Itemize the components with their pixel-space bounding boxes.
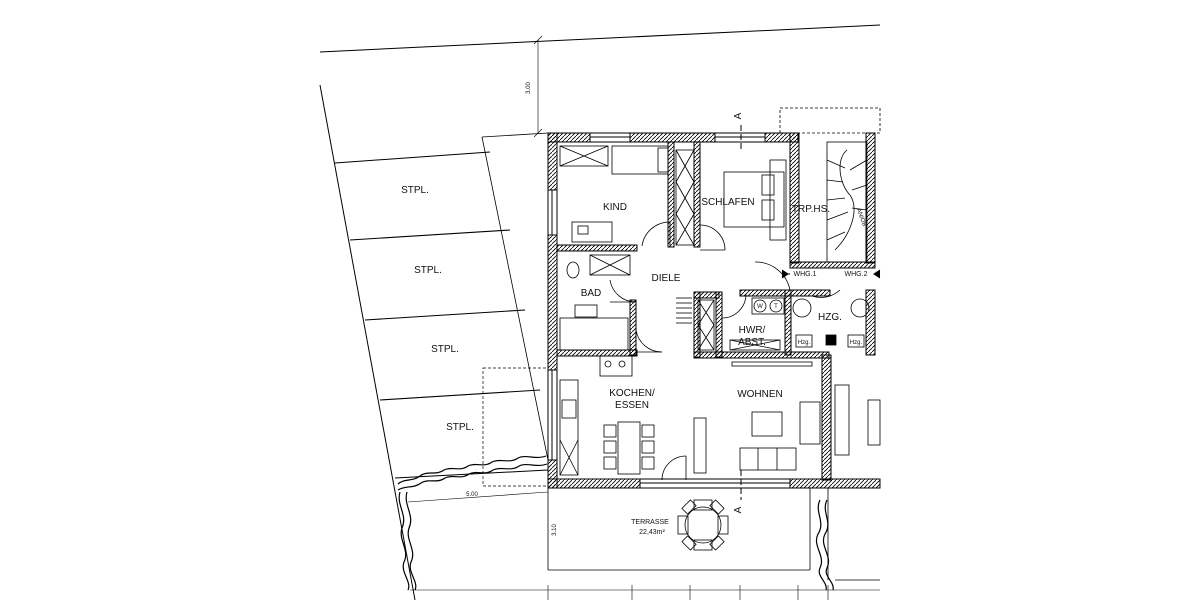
- furniture: [547, 145, 881, 581]
- exterior-walls: [547, 132, 881, 489]
- room-label-hzg: HZG.: [818, 312, 842, 323]
- section-label-bottom: A: [733, 506, 744, 513]
- whg2-label: WHG.2: [845, 271, 868, 278]
- dimension-parking-width: 5.00: [466, 492, 478, 498]
- stair-note: AN/OB: [855, 208, 867, 228]
- dryer-label: T: [774, 304, 778, 310]
- room-label-terrasse: TERRASSE: [631, 519, 669, 526]
- room-label-schlafen: SCHLAFEN: [701, 197, 754, 208]
- washer-label: W: [757, 304, 763, 310]
- room-label-kind: KIND: [603, 202, 627, 213]
- parking-label-2: STPL.: [414, 265, 442, 276]
- hzg-tag-left: Hzg.: [798, 340, 811, 346]
- parking-labels: STPL. STPL. STPL. STPL.: [401, 185, 474, 433]
- misc-labels: WHG.1 WHG.2 A A Hzg. Hzg. W T AN/OB 3.00…: [466, 82, 867, 536]
- parking-label-1: STPL.: [401, 185, 429, 196]
- dimension-top: 3.00: [526, 82, 532, 94]
- dimension-terrace: 3.10: [552, 524, 558, 536]
- room-label-bad: BAD: [581, 288, 602, 299]
- whg1-label: WHG.1: [794, 271, 817, 278]
- room-label-terrasse-area: 22,43m²: [639, 529, 665, 536]
- staircase: [779, 107, 881, 263]
- hedge: [397, 455, 834, 591]
- doors: [609, 221, 841, 481]
- room-label-diele: DIELE: [652, 273, 681, 284]
- room-label-hwr-1: HWR/: [739, 325, 766, 336]
- section-markers: [740, 125, 881, 500]
- section-label-top: A: [733, 112, 744, 119]
- room-label-trpphs: TRP.HS.: [792, 204, 830, 215]
- hzg-tag-right: Hzg.: [850, 340, 863, 346]
- parking-label-4: STPL.: [446, 422, 474, 433]
- parking-label-3: STPL.: [431, 344, 459, 355]
- site-lines: [319, 24, 881, 600]
- room-label-wohnen: WOHNEN: [737, 389, 783, 400]
- room-label-kochen-2: ESSEN: [615, 400, 649, 411]
- room-label-hwr-2: ABST.: [738, 337, 766, 348]
- interior-walls: [556, 141, 876, 359]
- room-label-kochen-1: KOCHEN/: [609, 388, 655, 399]
- room-labels: KIND SCHLAFEN TRP.HS. DIELE BAD HWR/ ABS…: [581, 197, 842, 536]
